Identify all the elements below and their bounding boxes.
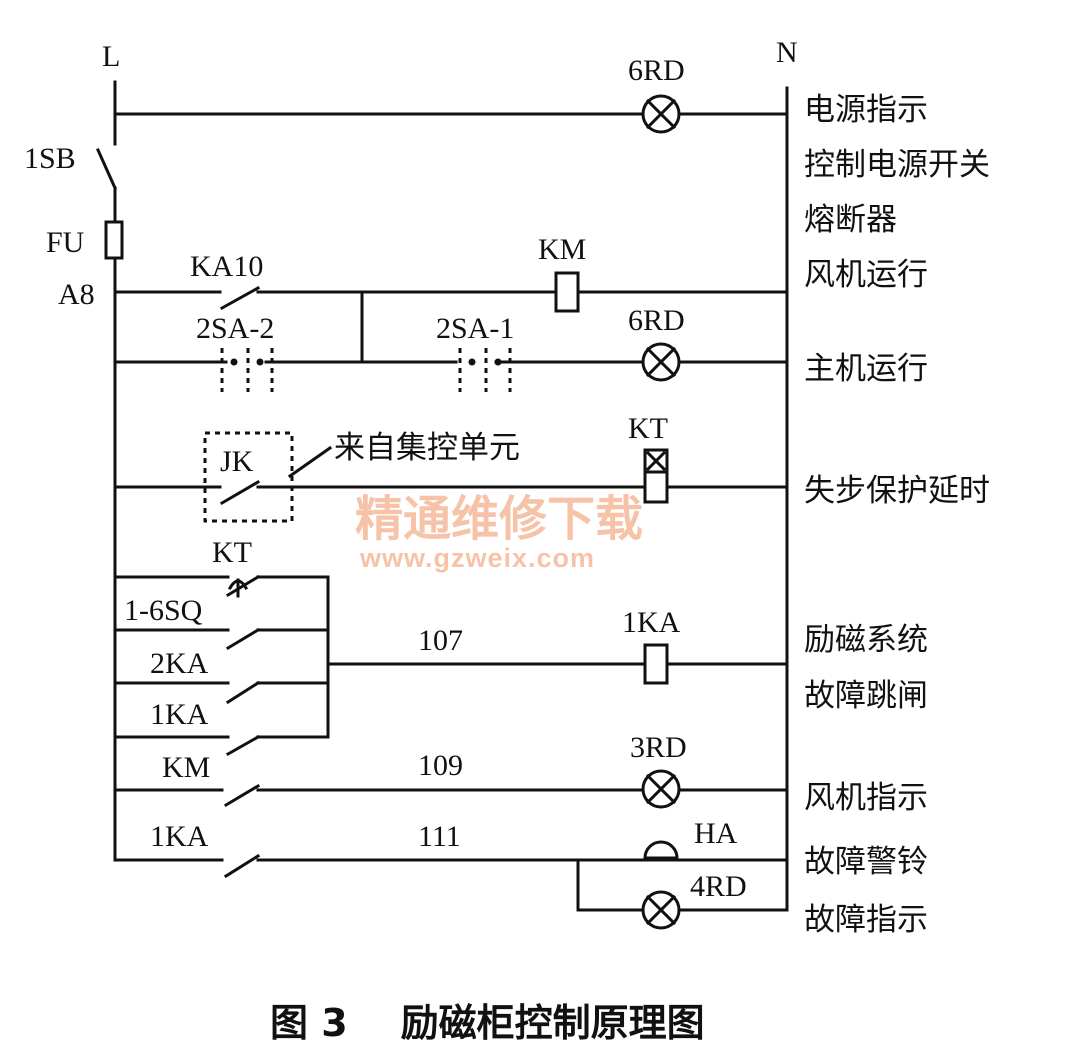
desc-fault-bell: 故障警铃 xyxy=(804,844,928,880)
desc-power-indicator: 电源指示 xyxy=(804,92,928,128)
rail-l xyxy=(96,80,124,862)
contact-jk-label: JK xyxy=(220,445,254,478)
coil-1ka-label: 1KA xyxy=(622,606,681,639)
contact-ka10-label: KA10 xyxy=(190,250,263,283)
contact-16sq-label: 1-6SQ xyxy=(124,594,203,627)
rung-excitation-trip xyxy=(113,574,789,757)
coil-kt-icon xyxy=(643,448,669,504)
rung-fan-indicator xyxy=(113,783,789,808)
wire-109-label: 109 xyxy=(418,749,463,782)
lamp-3rd-label: 3RD xyxy=(630,731,687,764)
desc-fault-indicator: 故障指示 xyxy=(804,902,928,938)
contact-km-label: KM xyxy=(162,751,210,784)
rail-l-label: L xyxy=(102,40,120,73)
figure-caption: 图 3 励磁柜控制原理图 xyxy=(270,1001,705,1045)
lamp-6rd-top-label: 6RD xyxy=(628,54,685,87)
jk-source-label: 来自集控单元 xyxy=(334,430,520,466)
desc-control-power-switch: 控制电源开关 xyxy=(804,147,990,183)
bell-ha-icon xyxy=(643,840,679,860)
lamp-6rd-mid-label: 6RD xyxy=(628,304,685,337)
switch-2sa1-label: 2SA-1 xyxy=(436,312,514,345)
desc-fan-running: 风机运行 xyxy=(804,257,928,293)
watermark-url: www.gzweix.com xyxy=(359,543,595,573)
kt-delay-icon xyxy=(227,578,249,598)
desc-out-of-step-delay: 失步保护延时 xyxy=(804,473,990,509)
watermark-cn: 精通维修下载 xyxy=(355,491,643,547)
desc-fault-trip: 故障跳闸 xyxy=(804,678,928,714)
wire-111-label: 111 xyxy=(418,820,461,853)
coil-1ka-icon xyxy=(643,643,669,685)
lamp-4rd-label: 4RD xyxy=(690,870,747,903)
rung-fan-running xyxy=(113,285,789,364)
desc-host-running: 主机运行 xyxy=(804,351,928,387)
node-a8-label: A8 xyxy=(58,278,95,311)
lamp-6rd-mid-icon xyxy=(641,342,681,382)
lamp-6rd-top-icon xyxy=(641,94,681,134)
contact-1ka-a-label: 1KA xyxy=(150,698,209,731)
desc-fan-indicator: 风机指示 xyxy=(804,780,928,816)
desc-excitation-system: 励磁系统 xyxy=(804,622,928,658)
fuse-fu-label: FU xyxy=(46,226,85,259)
switch-2sa2-icon xyxy=(220,348,274,392)
rail-n-label: N xyxy=(776,36,798,69)
desc-fuse: 熔断器 xyxy=(804,202,897,238)
rung-out-of-step xyxy=(113,445,789,506)
contact-2ka-label: 2KA xyxy=(150,647,209,680)
contact-kt-label: KT xyxy=(212,536,252,569)
rung-fault-alarm xyxy=(113,853,789,912)
switch-1sb-label: 1SB xyxy=(24,142,76,175)
jk-dashed-box-icon xyxy=(203,431,294,523)
wire-107-label: 107 xyxy=(418,624,463,657)
coil-kt-label: KT xyxy=(628,412,668,445)
switch-2sa1-icon xyxy=(458,348,512,392)
contact-1ka-b-label: 1KA xyxy=(150,820,209,853)
lamp-4rd-icon xyxy=(641,890,681,930)
lamp-3rd-icon xyxy=(641,769,681,809)
coil-km-icon xyxy=(554,271,580,313)
switch-2sa2-label: 2SA-2 xyxy=(196,312,274,345)
coil-km-label: KM xyxy=(538,233,586,266)
bell-ha-label: HA xyxy=(694,817,738,850)
